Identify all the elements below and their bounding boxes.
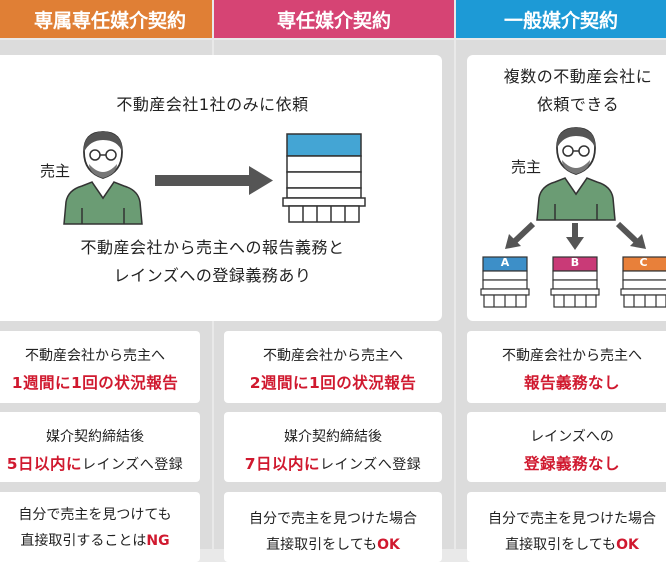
dedicated-reins-rest: レインズへ登録 <box>320 457 422 473</box>
general-self-line2a: 直接取引をしても <box>505 537 617 553</box>
exclusive-report-line1: 不動産会社から売主へ <box>25 348 165 364</box>
exclusive-reins-line1: 媒介契約締結後 <box>46 429 144 445</box>
exclusive-report-line2: 1週間に1回の状況報告 <box>11 374 179 392</box>
exclusive-self-line2: 直接取引することはNG <box>0 530 200 550</box>
dedicated-report-line1: 不動産会社から売主へ <box>263 348 403 364</box>
dedicated-reins-line2: 7日以内にレインズへ登録 <box>224 452 442 474</box>
general-report-line2: 報告義務なし <box>523 374 620 392</box>
general-report-box: 不動産会社から売主へ 報告義務なし <box>467 331 666 403</box>
company-c-label: C <box>639 256 648 269</box>
real-estate-company-building-icon <box>282 133 366 223</box>
general-seller-person-icon <box>536 127 616 221</box>
arrow-down-icon <box>566 223 584 250</box>
exclusive-self-line1: 自分で売主を見つけても <box>18 507 172 523</box>
dedicated-note: 不動産会社から売主への報告義務と レインズへの登録義務あり <box>0 234 425 290</box>
general-title-line1: 複数の不動産会社に <box>503 67 653 86</box>
general-self-deal-box: 自分で売主を見つけた場合 直接取引をしてもOK <box>467 492 666 562</box>
arrow-down-right-icon <box>615 221 646 249</box>
dedicated-self-deal-box: 自分で売主を見つけた場合 直接取引をしてもOK <box>224 492 442 562</box>
dedicated-note-line1: 不動産会社から売主への報告義務と <box>80 238 345 257</box>
exclusive-reins-box: 媒介契約締結後 5日以内にレインズへ登録 <box>0 412 200 482</box>
dedicated-self-ok: OK <box>377 537 400 553</box>
arrow-down-left-icon <box>505 221 536 249</box>
general-reins-line1: レインズへの <box>530 429 614 445</box>
exclusive-reins-deadline: 5日以内に <box>6 455 83 473</box>
right-arrow-icon <box>155 166 273 195</box>
company-a-label: A <box>500 256 510 269</box>
dedicated-report-line2: 2週間に1回の状況報告 <box>249 374 417 392</box>
dedicated-self-line2: 直接取引をしてもOK <box>224 534 442 554</box>
general-reins-box: レインズへの 登録義務なし <box>467 412 666 482</box>
general-self-line2: 直接取引をしてもOK <box>467 534 666 554</box>
dedicated-self-line1: 自分で売主を見つけた場合 <box>249 511 417 527</box>
header-dedicated: 専任媒介契約 <box>214 0 454 38</box>
exclusive-self-line2a: 直接取引することは <box>20 533 147 549</box>
dedicated-report-box: 不動産会社から売主へ 2週間に1回の状況報告 <box>224 331 442 403</box>
company-b-label: B <box>570 256 580 269</box>
general-title: 複数の不動産会社に 依頼できる <box>478 63 666 119</box>
seller-person-icon <box>63 131 143 225</box>
header-general-label: 一般媒介契約 <box>504 9 619 32</box>
exclusive-report-box: 不動産会社から売主へ 1週間に1回の状況報告 <box>0 331 200 403</box>
general-seller-label: 売主 <box>511 158 542 176</box>
exclusive-self-deal-box: 自分で売主を見つけても 直接取引することはNG <box>0 492 200 562</box>
company-a-building-icon <box>480 256 530 308</box>
header-exclusive-label: 専属専任媒介契約 <box>33 9 186 32</box>
general-self-line1: 自分で売主を見つけた場合 <box>488 511 656 527</box>
exclusive-self-ng: NG <box>146 533 170 549</box>
exclusive-reins-rest: レインズへ登録 <box>82 457 184 473</box>
dedicated-self-line2a: 直接取引をしても <box>266 537 378 553</box>
dedicated-diagram-panel <box>0 55 442 321</box>
header-general: 一般媒介契約 <box>456 0 666 38</box>
dedicated-seller-label: 売主 <box>40 162 71 180</box>
exclusive-reins-line2: 5日以内にレインズへ登録 <box>0 452 200 474</box>
header-dedicated-label: 専任媒介契約 <box>276 9 391 32</box>
dedicated-note-line2: レインズへの登録義務あり <box>113 266 312 285</box>
dedicated-reins-box: 媒介契約締結後 7日以内にレインズへ登録 <box>224 412 442 482</box>
dedicated-reins-line1: 媒介契約締結後 <box>284 429 382 445</box>
company-c-building-icon <box>620 256 666 308</box>
dedicated-title: 不動産会社1社のみに依頼 <box>116 95 309 114</box>
dedicated-reins-deadline: 7日以内に <box>244 455 321 473</box>
general-self-ok: OK <box>616 537 639 553</box>
header-exclusive-dedicated: 専属専任媒介契約 <box>0 0 212 38</box>
general-reins-line2: 登録義務なし <box>523 455 620 473</box>
company-b-building-icon <box>550 256 600 308</box>
general-title-line2: 依頼できる <box>536 95 620 114</box>
general-report-line1: 不動産会社から売主へ <box>502 348 642 364</box>
